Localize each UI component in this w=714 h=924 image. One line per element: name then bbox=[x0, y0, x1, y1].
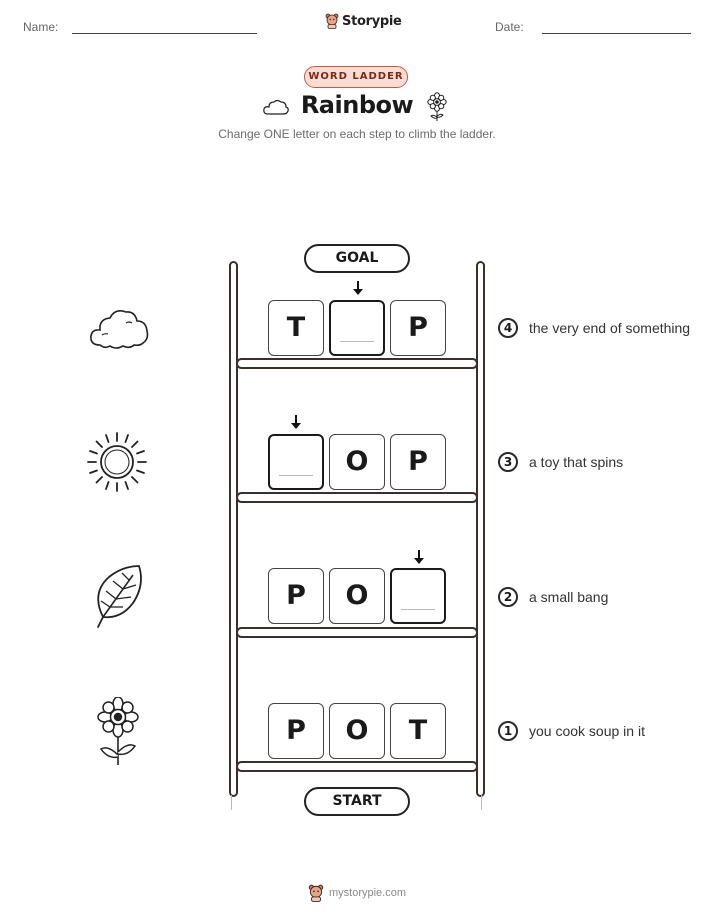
flower-icon bbox=[427, 92, 447, 121]
letter-tile: P bbox=[390, 300, 446, 356]
rail-foot-right bbox=[481, 795, 482, 810]
clue-text: you cook soup in it bbox=[529, 723, 645, 739]
arrow-down-icon bbox=[414, 550, 424, 564]
rail-foot-left bbox=[231, 795, 232, 810]
letter-input[interactable] bbox=[268, 434, 324, 490]
cloud-icon bbox=[263, 99, 289, 115]
sun-icon bbox=[87, 432, 147, 492]
step-number: 3 bbox=[498, 452, 518, 472]
page-title: Rainbow bbox=[300, 91, 414, 119]
bear-mascot-icon bbox=[325, 13, 339, 29]
start-label: START bbox=[304, 787, 410, 816]
goal-label: GOAL bbox=[304, 244, 410, 273]
ladder-rung bbox=[236, 761, 478, 772]
letter-tile: T bbox=[390, 703, 446, 759]
letter-tile: O bbox=[329, 568, 385, 624]
clue-text: a small bang bbox=[529, 589, 609, 605]
instructions: Change ONE letter on each step to climb … bbox=[218, 127, 496, 141]
name-label: Name: bbox=[23, 20, 59, 34]
cloud-icon bbox=[90, 310, 149, 349]
arrow-down-icon bbox=[291, 415, 301, 429]
letter-tile: O bbox=[329, 434, 385, 490]
ladder-rung bbox=[236, 492, 478, 503]
leaf-icon bbox=[97, 565, 142, 628]
letter-tile: P bbox=[268, 703, 324, 759]
step-number: 4 bbox=[498, 318, 518, 338]
ladder-rung bbox=[236, 358, 478, 369]
brand-name: Storypie bbox=[342, 13, 402, 29]
ladder-rung bbox=[236, 627, 478, 638]
footer: mystorypie.com bbox=[308, 884, 406, 902]
letter-input[interactable] bbox=[390, 568, 446, 624]
date-label: Date: bbox=[495, 20, 524, 34]
ladder-left-rail bbox=[229, 261, 238, 797]
brand-logo: Storypie bbox=[325, 13, 402, 29]
arrow-down-icon bbox=[353, 281, 363, 295]
word-ladder-badge: WORD LADDER bbox=[304, 66, 408, 88]
bear-mascot-icon bbox=[308, 884, 324, 902]
letter-tile: O bbox=[329, 703, 385, 759]
date-line[interactable] bbox=[542, 33, 691, 34]
step-number: 2 bbox=[498, 587, 518, 607]
letter-tile: P bbox=[390, 434, 446, 490]
flower-icon bbox=[97, 697, 139, 765]
ladder-right-rail bbox=[476, 261, 485, 797]
letter-tile: T bbox=[268, 300, 324, 356]
footer-url[interactable]: mystorypie.com bbox=[329, 887, 407, 899]
step-number: 1 bbox=[498, 721, 518, 741]
clue-text: a toy that spins bbox=[529, 454, 624, 470]
letter-tile: P bbox=[268, 568, 324, 624]
letter-input[interactable] bbox=[329, 300, 385, 356]
name-line[interactable] bbox=[72, 33, 257, 34]
clue-text: the very end of something bbox=[529, 320, 691, 336]
